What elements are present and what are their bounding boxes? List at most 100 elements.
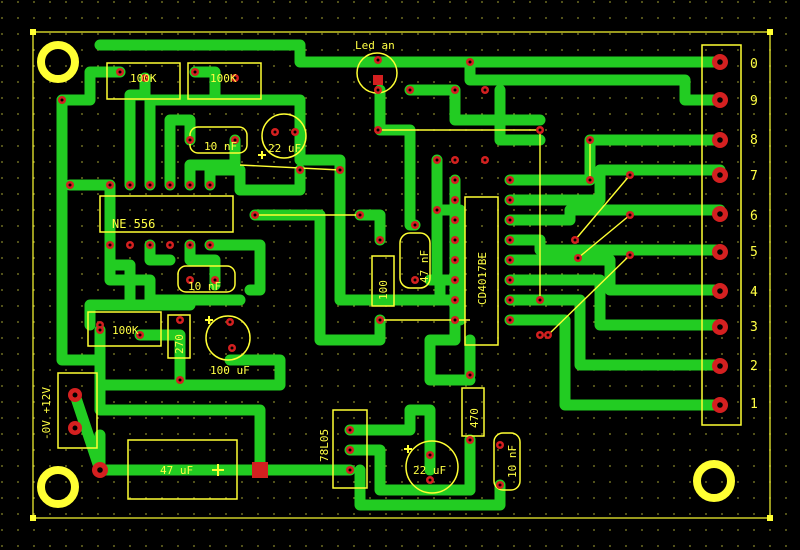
pad-hole [483,88,487,92]
pad-hole [98,328,102,332]
label-res-270: 270 [173,334,186,354]
cap-outline [205,315,251,361]
trace-left-rail [56,94,356,476]
pad-hole [228,320,232,324]
trace-ic-top [124,72,151,191]
pad-hole [348,448,352,452]
trace-bot-mid [134,329,186,386]
polarity-marks [205,151,412,476]
pad-hole [98,323,102,327]
pad-hole [546,333,550,337]
ic-cd4017-outline [464,196,499,346]
pad-hole [118,70,122,74]
pad-hole [148,183,152,187]
pad-hole [68,183,72,187]
pad-hole [273,130,277,134]
trace-k1 [189,66,346,221]
pad-hole [453,218,457,222]
pad-hole [378,318,382,322]
pad-hole [468,60,472,64]
pad-hole [178,318,182,322]
label-res-100k-c: 100K [112,324,139,337]
pad-hole [508,198,512,202]
pad-hole [538,298,542,302]
pad-hole [468,373,472,377]
label-chip-cd4017: CD4017BE [476,252,489,305]
pad-hole [376,128,380,132]
regulator-outline [332,409,368,489]
square-pad [252,462,268,478]
pad-hole [508,298,512,302]
ic-ne556-outline [99,195,234,233]
pad-hole [573,238,577,242]
res-outline [167,314,191,359]
pad-hole [588,138,592,142]
pad-hole [717,211,723,217]
pad-hole [188,278,192,282]
pad-hole [128,183,132,187]
pad-hole [188,243,192,247]
label-cap-22uf-b: 22 uF [413,464,446,477]
pad-hole [298,168,302,172]
pad-hole [233,76,237,80]
pad-hole [717,249,723,255]
pad-hole [408,88,412,92]
pad-hole [413,223,417,227]
trace-top-bus [94,39,726,68]
pad-hole [453,88,457,92]
corner-marker [30,515,36,521]
pad-hole [717,59,723,65]
pad-hole [168,183,172,187]
pad-hole [428,478,432,482]
label-reg-7805: 78L05 [318,429,331,462]
trace-out-7 [504,164,726,206]
led-square-pad [373,75,383,85]
connector-label: 1 [750,397,758,412]
pad-hole [717,324,723,330]
mounting-hole [37,41,79,83]
pad-hole [143,76,147,80]
pad-hole [538,128,542,132]
pad-hole [453,198,457,202]
pad-hole [717,288,723,294]
connector-label: 9 [750,94,758,109]
mounting-holes [37,41,735,508]
trace-reg [344,404,436,476]
pad-hole [60,98,64,102]
pad-hole [508,238,512,242]
res-outline [371,255,395,307]
pad-hole [193,70,197,74]
pad-hole [453,158,457,162]
pad-hole [376,88,380,92]
power-terminal-outline [57,372,98,449]
pad-hole [138,333,142,337]
pad-hole [428,453,432,457]
pad-hole [453,298,457,302]
trace-out-3 [504,274,726,331]
label-res-100k-b: 100K [210,72,237,85]
pad-hole [72,425,78,431]
pad-hole [108,183,112,187]
pad-hole [453,258,457,262]
pad-hole [178,378,182,382]
corner-marker [767,515,773,521]
trace-r100k-c [84,299,196,331]
res-outline [87,311,162,347]
pad-hole [717,172,723,178]
trace-out-2 [504,294,726,371]
pad-hole [468,438,472,442]
trace-top-left [56,66,126,106]
label-cap-22uf-a: 22 uF [268,142,301,155]
trace-ic-bot2 [144,239,176,266]
trace-top-right [494,84,546,146]
label-chip-ne556: NE 556 [112,217,155,231]
pad-hole [378,238,382,242]
corner-marker [30,29,36,35]
label-res-470: 470 [468,408,481,428]
res-outline [106,62,181,100]
cap-outline [399,232,431,289]
pad-hole [213,278,217,282]
pad-hole [97,467,103,473]
pad-hole [483,158,487,162]
